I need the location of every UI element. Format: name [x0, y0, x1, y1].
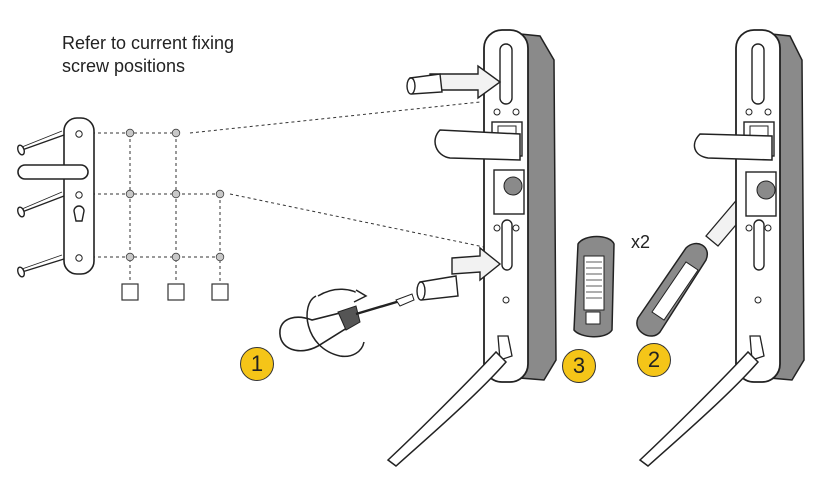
- screw-position-grid: [80, 102, 484, 283]
- lock-body-icon: [388, 30, 556, 466]
- step-2-badge: 2: [637, 343, 671, 377]
- step-3-badge: 3: [562, 349, 596, 383]
- existing-backplate: [64, 118, 94, 274]
- keep-insert-step-3: [574, 237, 614, 337]
- keep-insert-step-2: [637, 196, 752, 336]
- step-1-badge: 1: [240, 347, 274, 381]
- screwdriver-icon: [280, 294, 414, 351]
- caption-line-1: Refer to current fixing: [62, 32, 234, 55]
- screw-position-dots: [126, 129, 224, 261]
- screw-position-boxes: [122, 284, 228, 300]
- caption-line-2: screw positions: [62, 55, 234, 78]
- quantity-label: x2: [631, 232, 650, 253]
- lock-body-fitted: [640, 30, 804, 466]
- screw-icon: [16, 131, 64, 278]
- instruction-caption: Refer to current fixing screw positions: [62, 32, 234, 78]
- handle-icon: [18, 165, 88, 179]
- cylinder-pin: [407, 74, 458, 300]
